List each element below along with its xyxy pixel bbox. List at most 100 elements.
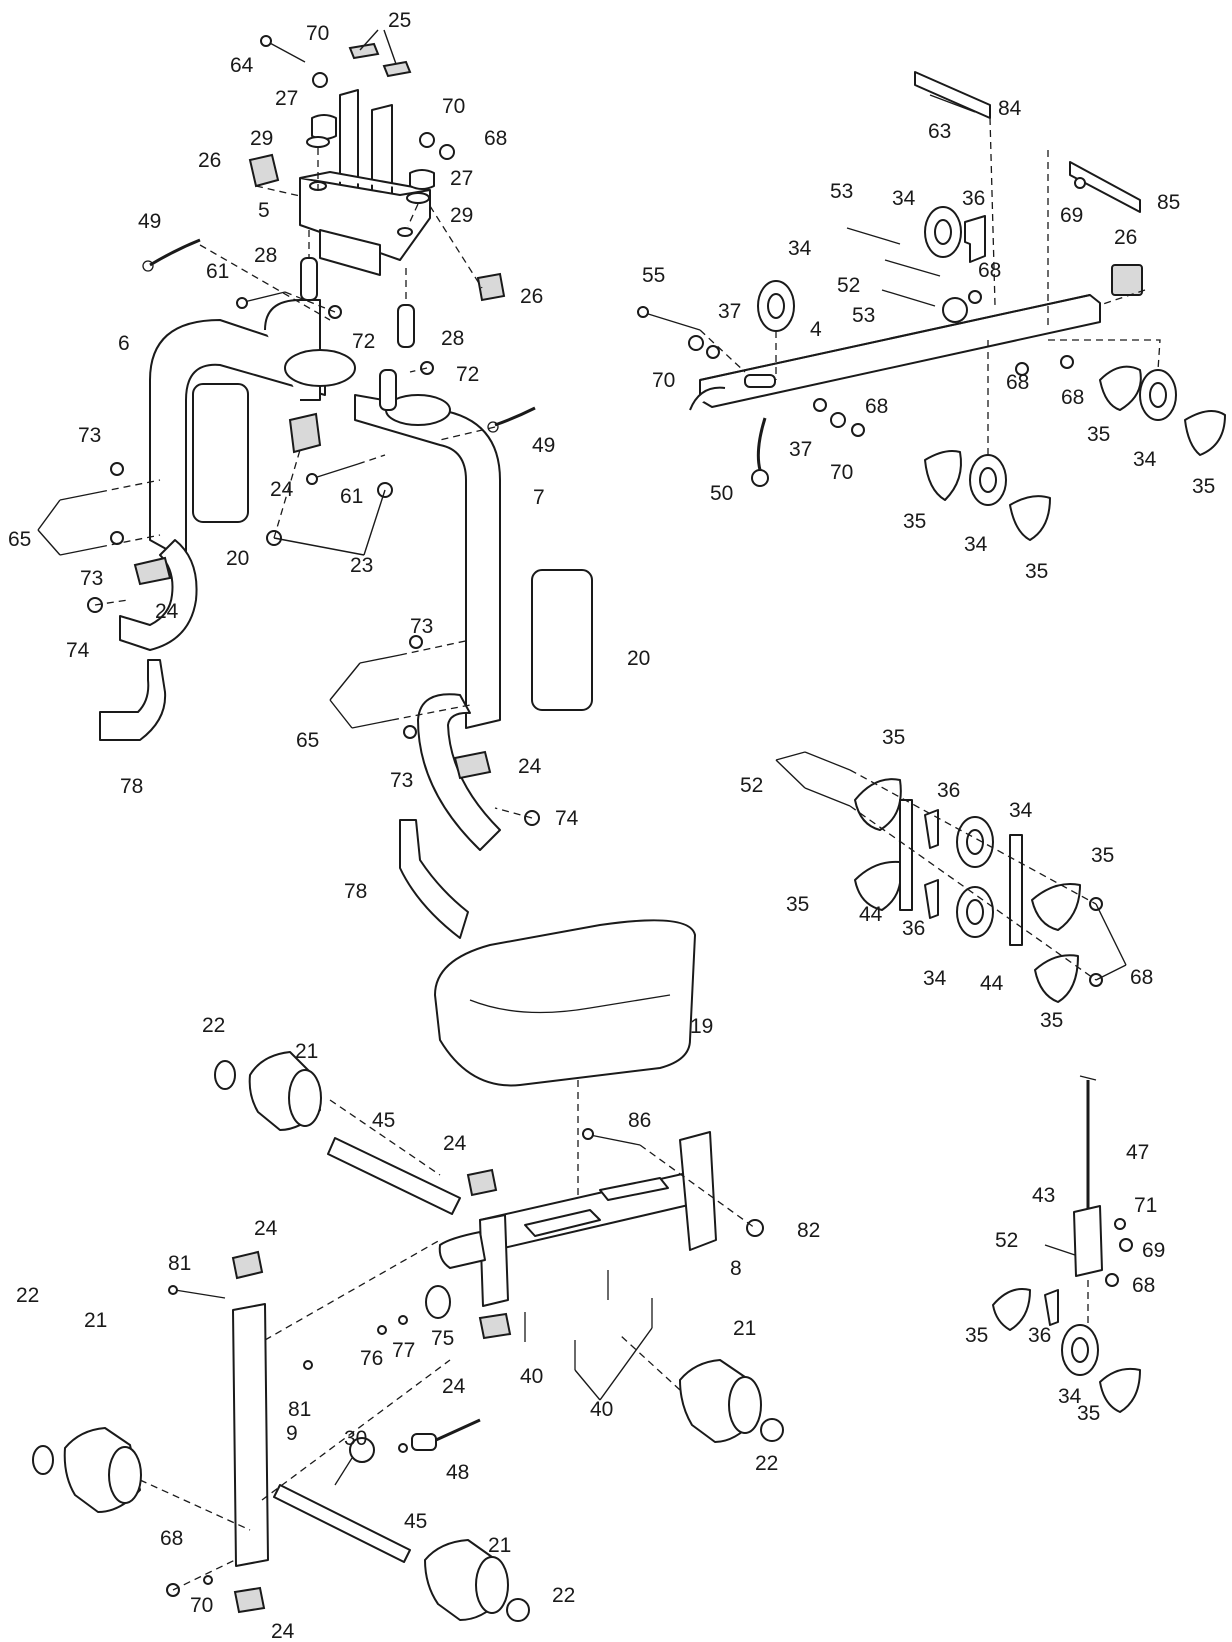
part-6-arm (149, 299, 356, 561)
part-label: 24 (442, 1375, 466, 1398)
part-label: 52 (995, 1229, 1018, 1252)
part-label: 27 (275, 87, 298, 110)
part-label: 70 (652, 369, 675, 392)
part-label: 28 (254, 244, 277, 267)
part-label: 68 (1006, 371, 1029, 394)
part-label: 45 (404, 1510, 427, 1533)
part-label: 40 (520, 1365, 543, 1388)
part-label: 34 (964, 533, 988, 556)
part-label: 75 (431, 1327, 454, 1350)
part-label: 86 (628, 1109, 651, 1132)
part-label: 73 (80, 567, 103, 590)
upper-arm-assembly (59, 35, 593, 939)
part-label: 81 (168, 1252, 191, 1275)
part-label: 52 (837, 274, 860, 297)
part-label: 77 (392, 1339, 415, 1362)
part-label: 72 (352, 330, 375, 353)
part-label: 8 (730, 1257, 742, 1280)
leader-lines (37, 29, 1127, 1401)
part-34-pulley-d (969, 454, 1007, 506)
part-label: 24 (254, 1217, 278, 1240)
part-label: 36 (937, 779, 960, 802)
part-label: 36 (962, 187, 985, 210)
part-label: 24 (518, 755, 542, 778)
part-label: 21 (295, 1040, 318, 1063)
part-label: 35 (1091, 844, 1114, 867)
part-label: 73 (78, 424, 101, 447)
part-label: 34 (1058, 1385, 1082, 1408)
part-label: 74 (66, 639, 90, 662)
part-label: 68 (484, 127, 507, 150)
part-label: 22 (16, 1284, 39, 1307)
part-label: 70 (306, 22, 329, 45)
part-label: 24 (270, 478, 294, 501)
part-label: 37 (789, 438, 812, 461)
part-label: 22 (202, 1014, 225, 1037)
part-label: 9 (286, 1422, 298, 1445)
part-19-seat (434, 919, 696, 1087)
part-label: 73 (390, 769, 413, 792)
part-label: 40 (590, 1398, 613, 1421)
part-34-pulley-a (924, 206, 962, 258)
part-label: 76 (360, 1347, 383, 1370)
part-label: 72 (456, 363, 479, 386)
part-label: 35 (1040, 1009, 1063, 1032)
part-34-pulley-c (1139, 369, 1177, 421)
part-label: 47 (1126, 1141, 1149, 1164)
part-label: 23 (350, 554, 373, 577)
part-label: 21 (733, 1317, 756, 1340)
part-label: 21 (488, 1534, 511, 1557)
part-label: 84 (998, 97, 1022, 120)
part-label: 52 (740, 774, 763, 797)
part-label: 85 (1157, 191, 1180, 214)
part-label: 34 (923, 967, 947, 990)
part-number-labels: 64 70 25 27 70 29 68 26 27 5 29 49 28 61… (8, 9, 1215, 1642)
part-label: 49 (532, 434, 555, 457)
part-label: 20 (226, 547, 249, 570)
part-label: 35 (1087, 423, 1110, 446)
part-78-handle-left (99, 659, 167, 741)
part-label: 49 (138, 210, 161, 233)
part-20-pad-left (192, 383, 249, 523)
part-27-bushings (306, 114, 435, 204)
part-label: 28 (441, 327, 464, 350)
part-label: 53 (830, 180, 853, 203)
part-label: 70 (442, 95, 465, 118)
part-label: 69 (1060, 204, 1083, 227)
part-label: 82 (797, 1219, 820, 1242)
part-label: 65 (296, 729, 319, 752)
part-label: 70 (190, 1594, 213, 1617)
part-label: 34 (892, 187, 916, 210)
part-label: 68 (1130, 966, 1153, 989)
part-label: 35 (903, 510, 926, 533)
part-label: 35 (882, 726, 905, 749)
part-label: 43 (1032, 1184, 1055, 1207)
part-34-pulley-b (757, 280, 795, 332)
part-label: 78 (120, 775, 143, 798)
part-25-caps (348, 42, 412, 78)
pulley-bar-assembly (637, 71, 1226, 541)
part-label: 4 (810, 318, 822, 341)
part-label: 25 (388, 9, 411, 32)
part-label: 30 (344, 1427, 367, 1450)
part-label: 26 (520, 285, 543, 308)
part-26-cap-upper-right (476, 272, 506, 302)
part-label: 36 (902, 917, 925, 940)
part-label: 22 (552, 1584, 575, 1607)
part-label: 21 (84, 1309, 107, 1332)
part-label: 45 (372, 1109, 395, 1132)
part-label: 34 (1009, 799, 1033, 822)
part-label: 68 (160, 1527, 183, 1550)
part-label: 36 (1028, 1324, 1051, 1347)
part-label: 35 (965, 1324, 988, 1347)
part-label: 68 (1132, 1274, 1155, 1297)
part-label: 7 (533, 486, 545, 509)
part-label: 65 (8, 528, 31, 551)
part-label: 61 (340, 485, 363, 508)
part-20-pad-right (531, 569, 593, 711)
part-label: 64 (230, 54, 254, 77)
part-label: 35 (1192, 475, 1215, 498)
part-label: 81 (288, 1398, 311, 1421)
part-label: 70 (830, 461, 853, 484)
